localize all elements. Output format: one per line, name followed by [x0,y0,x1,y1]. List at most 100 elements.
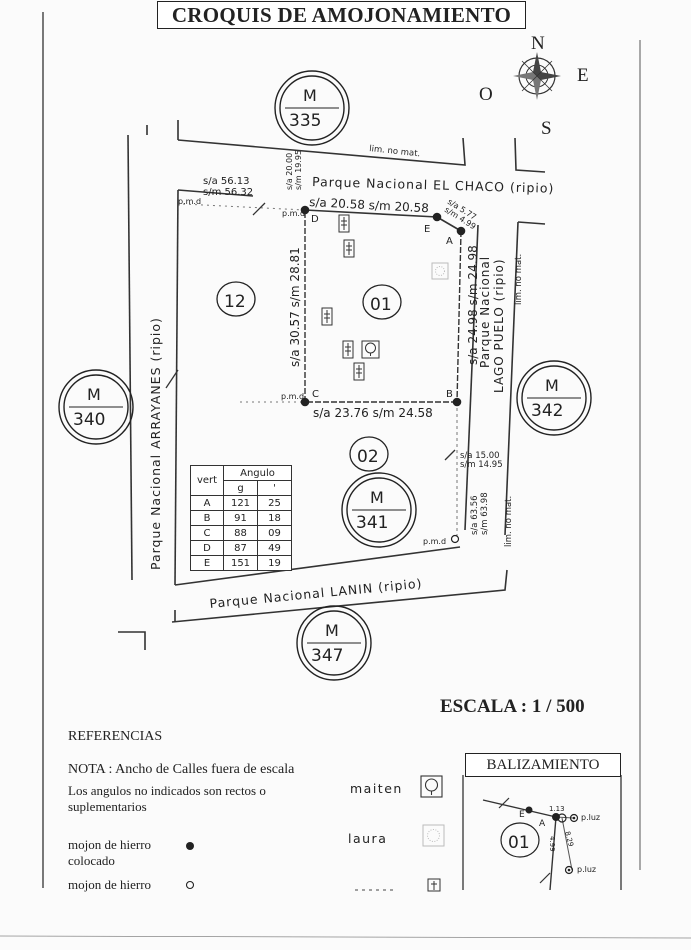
bal-distance-3: 4.99 [548,836,556,852]
manzana-347 [296,605,372,681]
ref-laura: laura [348,831,387,846]
measure-cd: s/a 30.57 s/m 28.81 [288,247,302,367]
bal-lot: 01 [508,833,530,853]
cut-tree-icon [427,878,441,892]
compass-south: S [541,118,552,139]
table-row: B 91 18 [190,510,292,526]
street-edges [118,120,546,650]
angle-table: vert Angulo g ' A 121 25 B 91 18 C 88 09… [190,465,292,571]
street-arrayanes: Parque Nacional ARRAYANES (ripio) [148,317,163,570]
angle-table-angulo-header: Angulo [223,465,292,481]
pmd-label-d: p.m.d [282,209,305,218]
compass-east: E [577,65,589,86]
references-nota: NOTA : Ancho de Calles fuera de escala [68,762,295,777]
minutes-cell: 09 [257,525,292,541]
street-lago-puelo-2: LAGO PUELO (ripio) [492,258,506,393]
tree-symbols [321,214,449,381]
bal-pluz-1: p.luz [581,813,600,822]
vertex-cell: C [190,525,224,541]
measure-ab: s/a 24.98 s/m 24.98 [466,245,480,365]
measure-de: s/a 20.58 s/m 20.58 [309,195,429,215]
lot-02-circle [349,436,389,472]
manzana-341-number: 341 [356,513,388,533]
angle-table-min-header: ' [257,480,292,496]
balizamiento-panel [462,775,622,891]
vertex-cell: B [190,510,224,526]
measure-south-sm: s/m 14.95 [460,460,503,470]
minutes-cell: 19 [257,555,292,571]
street-lago-puelo-1: Parque Nacional [478,256,492,368]
vertex-a: A [446,236,453,247]
lim-no-mat-south: lim. no mat. [504,496,514,547]
manzana-347-prefix: M [325,621,339,640]
table-row: C 88 09 [190,525,292,541]
mojon-colocado-symbol [186,842,194,850]
manzana-335-number: 335 [289,111,321,131]
degrees-cell: 151 [223,555,258,571]
manzana-340-number: 340 [73,410,105,430]
manzana-342-prefix: M [545,376,559,395]
lot-01-label: 01 [370,295,392,315]
measure-west-sa: s/a 20.00 [285,153,294,190]
table-row: D 87 49 [190,540,292,556]
manzana-340-prefix: M [87,385,101,404]
parcel-01-boundary [182,202,462,540]
minutes-cell: 49 [257,540,292,556]
mojon-symbol [185,880,195,890]
vertex-d: D [311,214,319,225]
vertex-e: E [424,224,430,235]
manzana-347-number: 347 [311,646,343,666]
measure-corner-sm: s/m 56.32 [203,187,253,198]
degrees-cell: 88 [223,525,258,541]
compass-rose-icon [513,52,561,100]
angle-table-header: vert Angulo [190,465,292,496]
lot-02-label: 02 [357,447,379,467]
ref-maiten: maiten [350,781,403,796]
laura-icon [422,824,445,847]
manzana-341 [341,472,417,548]
lim-no-mat-east: lim. no mat. [514,254,524,305]
street-lanin: Parque Nacional LANIN (ripio) [209,576,423,611]
bal-distance-2: 8.29 [563,830,575,847]
manzana-335 [274,70,350,146]
bal-e: E [519,810,525,820]
minutes-cell: 25 [257,495,292,511]
measure-corner-sa: s/a 56.13 [203,176,250,187]
lot-01-circle [362,284,402,320]
references-mojon: mojon de hierro [68,877,152,892]
lot-12-label: 12 [224,292,246,312]
table-row: A 121 25 [190,495,292,511]
measure-pmd-sa: s/a 63.56 [470,495,480,535]
vertex-b: B [446,389,453,400]
maiten-icon [420,775,443,798]
pmd-label-south: p.m.d [423,537,446,546]
page-bottom-line [0,935,691,939]
table-row: E 151 19 [190,555,292,571]
measure-west-sm: s/m 19.95 [294,150,303,190]
degrees-cell: 91 [223,510,258,526]
vertex-cell: D [190,540,224,556]
pmd-label-west: p.m.d [178,197,201,206]
manzana-342-number: 342 [531,401,563,421]
vertex-c: C [312,389,319,400]
angle-table-vert-header: vert [190,465,224,496]
manzana-340 [58,369,134,445]
vertex-markers [300,205,466,544]
measure-bc: s/a 23.76 s/m 24.58 [313,406,433,420]
manzana-335-prefix: M [303,86,317,105]
manzana-342 [516,360,592,436]
references-mojon-colocado: mojon de hierro colocado [68,837,152,868]
angle-table-deg-header: g [223,480,258,496]
references-title: REFERENCIAS [68,729,163,744]
vertex-cell: E [190,555,224,571]
degrees-cell: 121 [223,495,258,511]
pmd-label-c: p.m.d [281,392,304,401]
bal-a: A [539,819,546,829]
lot-12-circle [216,281,256,317]
compass-north: N [531,33,545,54]
compass-west: O [479,84,493,105]
minutes-cell: 18 [257,510,292,526]
references-angulos: Los angulos no indicados son rectos o su… [68,783,266,814]
measure-pmd-sm: s/m 63.98 [480,492,490,535]
